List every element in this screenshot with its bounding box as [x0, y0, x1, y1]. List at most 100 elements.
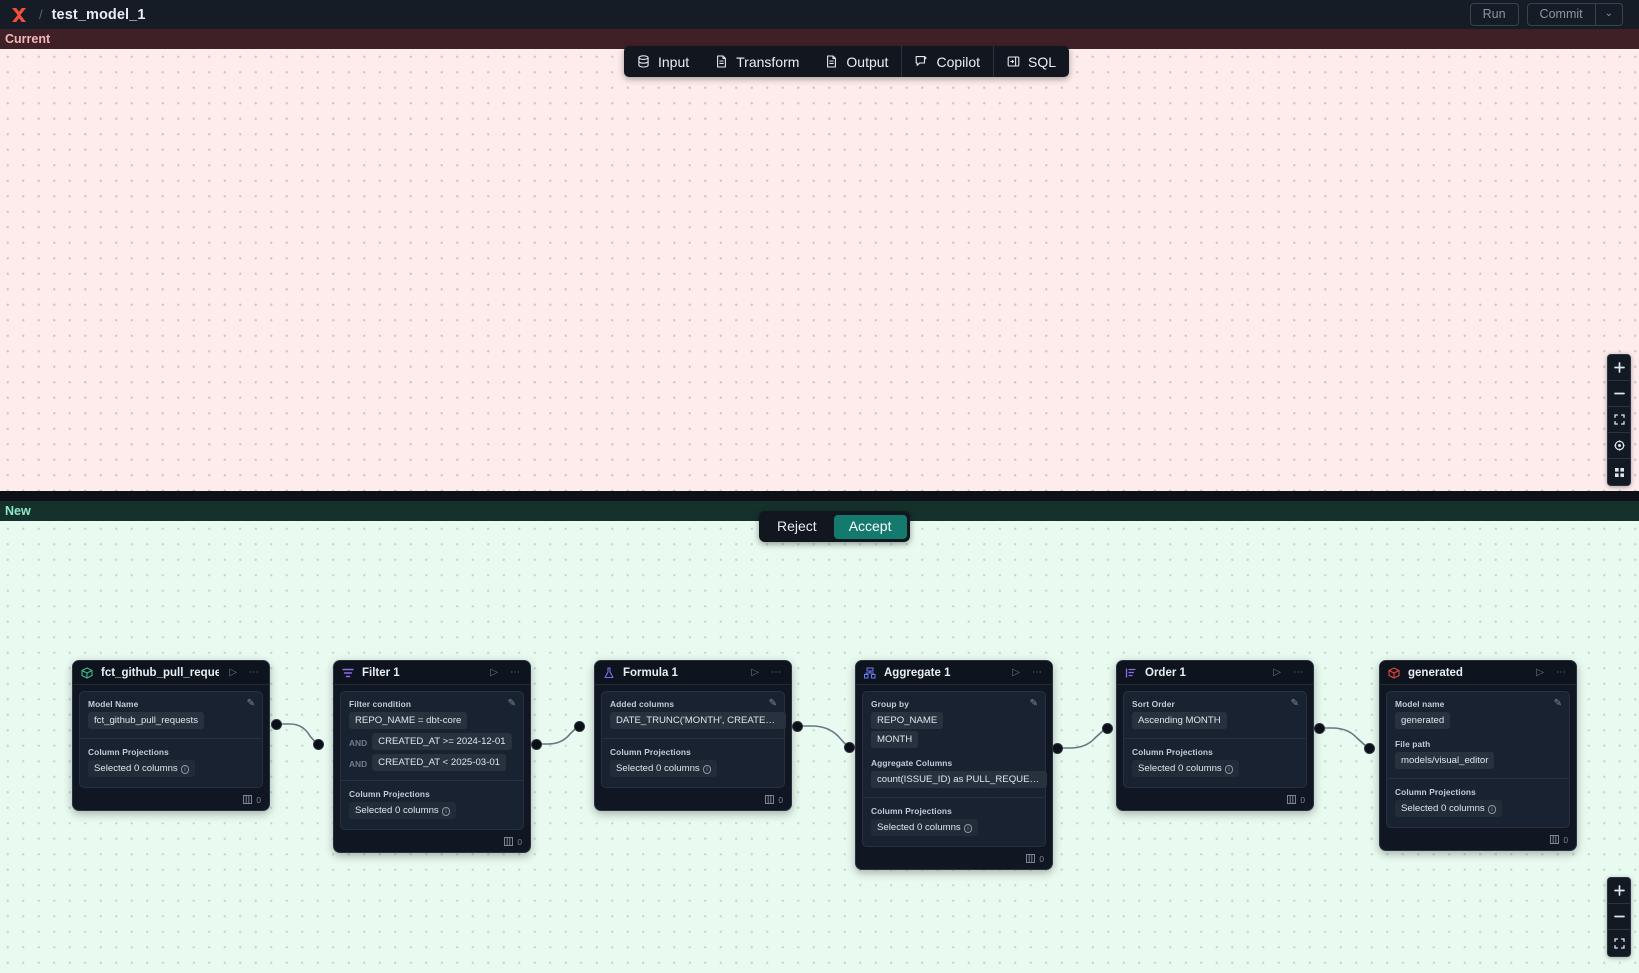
commit-button[interactable]: Commit: [1539, 7, 1583, 21]
node-generated[interactable]: generated ▷ ⋯ ✎ Model name generated Fil…: [1379, 660, 1577, 851]
divider: [602, 738, 784, 739]
edge-handle[interactable]: [271, 719, 282, 730]
chip-text: Selected 0 columns: [616, 763, 700, 774]
node-run-icon[interactable]: ▷: [1273, 667, 1281, 678]
info-icon[interactable]: i: [180, 765, 190, 774]
node-fct-github-pull-requests[interactable]: fct_github_pull_requests ▷ ⋯ ✎ Model Nam…: [72, 660, 270, 811]
condition-chip[interactable]: CREATED_AT >= 2024-12-01: [372, 733, 512, 750]
zoom-in-icon[interactable]: [1608, 878, 1630, 904]
center-icon[interactable]: [1608, 433, 1630, 459]
node-more-icon[interactable]: ⋯: [1293, 667, 1303, 678]
node-run-icon[interactable]: ▷: [751, 667, 759, 678]
node-more-icon[interactable]: ⋯: [771, 667, 781, 678]
logo-icon[interactable]: [8, 4, 30, 26]
node-more-icon[interactable]: ⋯: [1032, 667, 1042, 678]
edge-handle[interactable]: [1314, 723, 1325, 734]
node-more-icon[interactable]: ⋯: [249, 667, 259, 678]
node-header[interactable]: Order 1 ▷ ⋯: [1117, 661, 1313, 685]
edit-pencil-icon[interactable]: ✎: [507, 698, 516, 709]
node-more-icon[interactable]: ⋯: [510, 667, 520, 678]
toolbar-item-copilot[interactable]: Copilot: [901, 46, 993, 77]
node-title: fct_github_pull_requests: [101, 666, 220, 679]
condition-operator: AND: [349, 758, 368, 769]
node-order-1[interactable]: Order 1 ▷ ⋯ ✎ Sort Order Ascending MONTH…: [1116, 660, 1314, 811]
info-icon[interactable]: i: [1224, 765, 1234, 774]
zoom-out-icon[interactable]: [1608, 381, 1630, 407]
fit-view-icon[interactable]: [1608, 407, 1630, 433]
edge-handle[interactable]: [792, 721, 803, 732]
canvas-zoom-controls-new: [1607, 877, 1631, 957]
node-run-icon[interactable]: ▷: [1536, 667, 1544, 678]
filter-condition-row[interactable]: AND CREATED_AT < 2025-03-01: [349, 754, 515, 773]
chevron-down-icon[interactable]: ⌄: [1594, 4, 1622, 25]
node-body: ✎ Sort Order Ascending MONTH Column Proj…: [1123, 691, 1307, 788]
group-by-chip[interactable]: MONTH: [871, 731, 919, 748]
field-label: Filter condition: [349, 699, 412, 709]
node-body: ✎ Group by REPO_NAME MONTH Aggregate Col…: [862, 691, 1047, 847]
node-header[interactable]: Filter 1 ▷ ⋯: [334, 661, 530, 685]
node-more-icon[interactable]: ⋯: [1556, 667, 1566, 678]
node-header[interactable]: fct_github_pull_requests ▷ ⋯: [73, 661, 269, 685]
node-filter-1[interactable]: Filter 1 ▷ ⋯ ✎ Filter condition REPO_NAM…: [333, 660, 531, 853]
edit-pencil-icon[interactable]: ✎: [1290, 698, 1299, 709]
sort-order-chip[interactable]: Ascending MONTH: [1132, 712, 1227, 729]
edge-handle[interactable]: [1052, 743, 1063, 754]
info-icon[interactable]: i: [963, 824, 973, 833]
edge-handle[interactable]: [1364, 743, 1375, 754]
node-run-icon[interactable]: ▷: [490, 667, 498, 678]
edit-pencil-icon[interactable]: ✎: [246, 698, 255, 709]
node-header[interactable]: Aggregate 1 ▷ ⋯: [856, 661, 1052, 685]
condition-chip[interactable]: REPO_NAME = dbt-core: [349, 712, 468, 729]
divider: [1124, 738, 1306, 739]
node-run-icon[interactable]: ▷: [1012, 667, 1020, 678]
file-path-chip[interactable]: models/visual_editor: [1395, 752, 1495, 769]
column-count: 0: [1039, 854, 1044, 864]
field-chip[interactable]: DATE_TRUNC('MONTH', CREATED_AT...: [610, 712, 786, 729]
fit-view-icon[interactable]: [1608, 930, 1630, 956]
node-run-icon[interactable]: ▷: [229, 667, 237, 678]
filter-condition-row[interactable]: REPO_NAME = dbt-core: [349, 712, 515, 731]
zoom-out-icon[interactable]: [1608, 904, 1630, 930]
edit-pencil-icon[interactable]: ✎: [1029, 698, 1038, 709]
reject-button[interactable]: Reject: [777, 517, 817, 534]
aggregate-column-chip[interactable]: count(ISSUE_ID) as PULL_REQUEST_...: [871, 771, 1047, 788]
node-header[interactable]: generated ▷ ⋯: [1380, 661, 1576, 685]
node-header[interactable]: Formula 1 ▷ ⋯: [595, 661, 791, 685]
condition-chip[interactable]: CREATED_AT < 2025-03-01: [372, 754, 507, 771]
model-name-chip[interactable]: generated: [1395, 712, 1451, 729]
toolbar-item-input[interactable]: Input: [624, 46, 702, 77]
info-icon[interactable]: i: [441, 807, 451, 816]
grid-icon[interactable]: [1608, 459, 1630, 485]
accept-button[interactable]: Accept: [833, 514, 907, 539]
edge-handle[interactable]: [574, 721, 585, 732]
edge-handle[interactable]: [844, 742, 855, 753]
info-icon[interactable]: i: [1487, 805, 1497, 814]
run-button[interactable]: Run: [1469, 3, 1519, 26]
edge-handle[interactable]: [1102, 723, 1113, 734]
toolbar-item-transform[interactable]: Transform: [702, 46, 812, 77]
field-chip[interactable]: fct_github_pull_requests: [88, 712, 205, 729]
group-by-chip[interactable]: REPO_NAME: [871, 712, 944, 729]
toolbar-item-sql[interactable]: SQL: [993, 46, 1069, 77]
columns-icon: [1026, 850, 1036, 868]
edge-handle[interactable]: [313, 739, 324, 750]
node-formula-1[interactable]: Formula 1 ▷ ⋯ ✎ Added columns DATE_TRUNC…: [594, 660, 792, 811]
toolbar-item-label: SQL: [1028, 53, 1057, 70]
current-canvas-grid[interactable]: [0, 49, 1639, 491]
toolbar-item-output[interactable]: Output: [812, 46, 901, 77]
edge-handle[interactable]: [531, 739, 542, 750]
filter-condition-row[interactable]: AND CREATED_AT >= 2024-12-01: [349, 733, 515, 752]
edit-pencil-icon[interactable]: ✎: [768, 698, 777, 709]
zoom-in-icon[interactable]: [1608, 355, 1630, 381]
node-aggregate-1[interactable]: Aggregate 1 ▷ ⋯ ✎ Group by REPO_NAME MON…: [855, 660, 1053, 870]
info-icon[interactable]: i: [702, 765, 712, 774]
commit-button-group[interactable]: Commit ⌄: [1526, 3, 1623, 26]
chip-text: Selected 0 columns: [94, 763, 178, 774]
edit-pencil-icon[interactable]: ✎: [1553, 698, 1562, 709]
